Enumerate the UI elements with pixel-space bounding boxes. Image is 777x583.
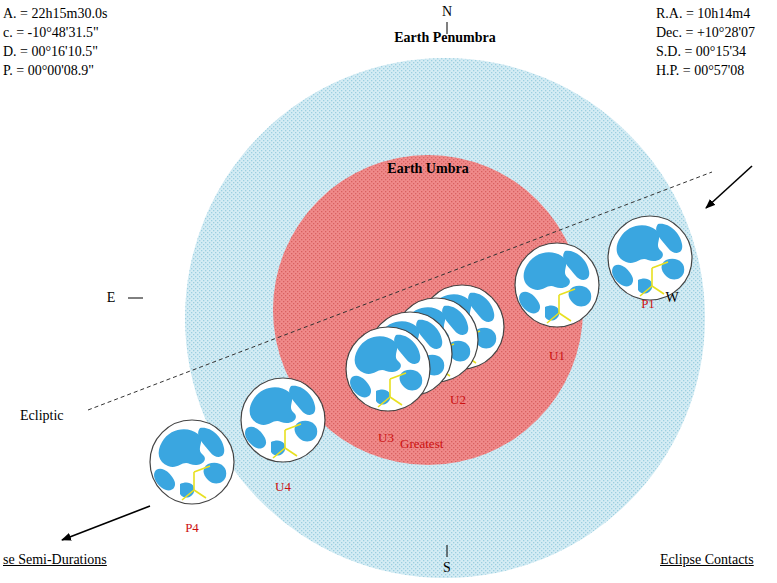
section-heading: se Semi-Durations bbox=[3, 552, 107, 568]
section-heading: Eclipse Contacts bbox=[660, 552, 754, 568]
coordinate: D. = 00°16'10.5" bbox=[3, 44, 98, 60]
coordinate: R.A. = 10h14m4 bbox=[656, 6, 750, 22]
compass-letter: W bbox=[665, 290, 678, 306]
coordinate: H.P. = 00°57'08 bbox=[656, 63, 744, 79]
coordinate: P. = 00°00'08.9" bbox=[3, 63, 94, 79]
contact-label: U1 bbox=[549, 348, 565, 364]
contact-label: U3 bbox=[378, 430, 394, 446]
coordinate: Dec. = +10°28'07 bbox=[656, 25, 755, 41]
coordinate: A. = 22h15m30.0s bbox=[3, 6, 107, 22]
contact-label: U4 bbox=[275, 479, 291, 495]
ecliptic-label: Ecliptic bbox=[20, 408, 64, 424]
compass-letter: N bbox=[442, 4, 452, 20]
contact-label: U2 bbox=[450, 392, 466, 408]
region-title: Earth Umbra bbox=[387, 161, 468, 177]
contact-label: P4 bbox=[185, 520, 199, 536]
coordinate: c. = -10°48'31.5" bbox=[3, 25, 99, 41]
compass-letter: E bbox=[107, 290, 116, 306]
compass-letter: S bbox=[443, 560, 451, 576]
region-title: Earth Penumbra bbox=[394, 30, 496, 46]
contact-label: Greatest bbox=[400, 436, 443, 452]
contact-label: P1 bbox=[641, 296, 655, 312]
coordinate: S.D. = 00°15'34 bbox=[656, 44, 746, 60]
